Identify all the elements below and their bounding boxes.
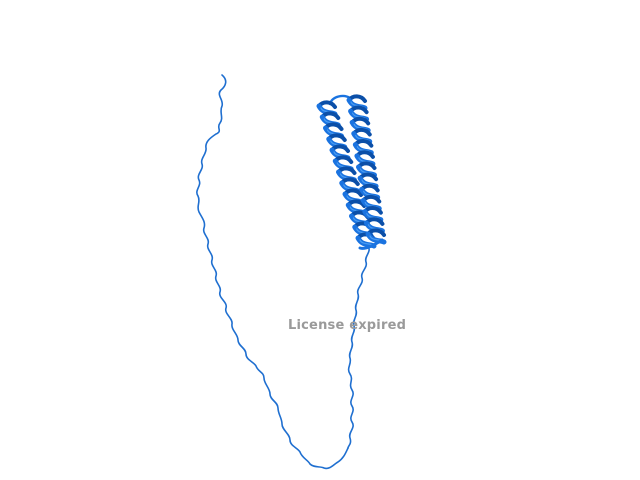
helix-turn-front (365, 231, 387, 245)
license-watermark: License expired (288, 318, 407, 333)
coil-left (196, 74, 349, 470)
alpha-helix-b (346, 94, 387, 245)
coil-right (347, 245, 370, 449)
helix-loop-bottom (358, 238, 384, 250)
